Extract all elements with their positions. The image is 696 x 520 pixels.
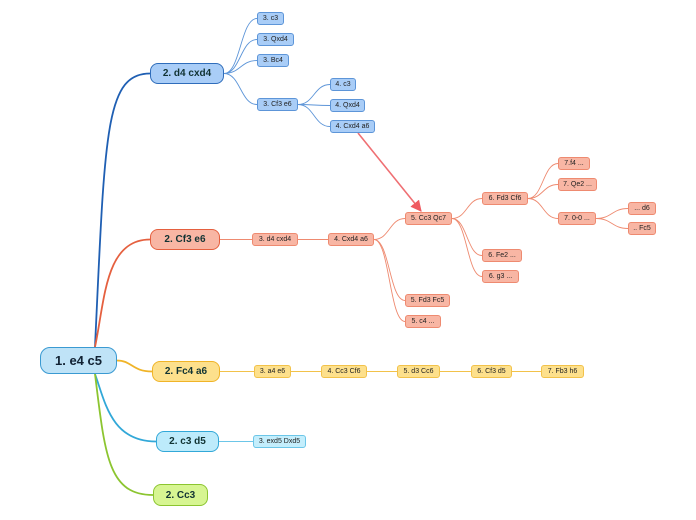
move-node[interactable]: 3. exd5 Dxd5 [253, 435, 306, 448]
branch-node-c3-d5[interactable]: 2. c3 d5 [156, 431, 219, 452]
move-node[interactable]: 7. 0-0 ... [558, 212, 596, 225]
connector-line [223, 39, 258, 74]
move-node[interactable]: 5. Fd3 Fc5 [405, 294, 450, 307]
branch-connector-line [94, 373, 157, 443]
move-node[interactable]: 4. Cxd4 a6 [330, 120, 375, 133]
relationship-arrow [357, 132, 422, 212]
move-node[interactable]: 4. Cxd4 a6 [328, 233, 374, 246]
branch-node-cc3[interactable]: 2. Cc3 [153, 484, 208, 506]
branch-node-fc4-a6[interactable]: 2. Fc4 a6 [152, 361, 220, 382]
move-node[interactable]: 6. Fd3 Cf6 [482, 192, 528, 205]
connector-line [297, 104, 331, 127]
connector-line [297, 84, 331, 105]
branch-node-d4-cxd4[interactable]: 2. d4 cxd4 [150, 63, 224, 84]
root-node[interactable]: 1. e4 c5 [40, 347, 117, 374]
connector-line [223, 73, 258, 105]
branch-node-cf3-e6[interactable]: 2. Cf3 e6 [150, 229, 220, 250]
move-node[interactable]: 5. c4 ... [405, 315, 441, 328]
connector-line [451, 218, 483, 277]
move-node[interactable]: 3. Qxd4 [257, 33, 294, 46]
move-node[interactable]: 4. Qxd4 [330, 99, 365, 112]
move-node[interactable]: 3. Bc4 [257, 54, 289, 67]
move-node[interactable]: 7. Fb3 h6 [541, 365, 584, 378]
move-node[interactable]: ... d6 [628, 202, 656, 215]
connector-line [373, 239, 406, 301]
move-node[interactable]: 3. Cf3 e6 [257, 98, 298, 111]
move-node[interactable]: 5. Cc3 Qc7 [405, 212, 452, 225]
connector-line [595, 218, 629, 229]
move-node[interactable]: 6. g3 ... [482, 270, 519, 283]
move-node[interactable]: 4. c3 [330, 78, 356, 91]
connector-line [451, 218, 483, 256]
connector-line [451, 198, 483, 219]
move-node[interactable]: 7.f4 ... [558, 157, 590, 170]
move-node[interactable]: .. Fc5 [628, 222, 656, 235]
move-node[interactable]: 5. d3 Cc6 [397, 365, 440, 378]
connector-line [527, 163, 559, 199]
connector-line [223, 18, 258, 74]
branch-connector-line [116, 359, 153, 373]
move-node[interactable]: 6. Cf3 d5 [471, 365, 512, 378]
move-node[interactable]: 7. Qe2 ... [558, 178, 597, 191]
move-node[interactable]: 3. d4 cxd4 [252, 233, 298, 246]
connector-line [595, 208, 629, 219]
connector-line [527, 198, 559, 219]
branch-connector-line [94, 373, 154, 496]
move-node[interactable]: 6. Fe2 ... [482, 249, 522, 262]
branch-connector-line [94, 238, 151, 348]
move-node[interactable]: 3. a4 e6 [254, 365, 291, 378]
branch-connector-line [94, 72, 151, 348]
move-node[interactable]: 4. Cc3 Cf6 [321, 365, 367, 378]
connector-line [373, 239, 406, 322]
connector-line [373, 218, 406, 240]
connector-line [223, 60, 258, 74]
move-node[interactable]: 3. c3 [257, 12, 284, 25]
connector-line [527, 184, 559, 199]
